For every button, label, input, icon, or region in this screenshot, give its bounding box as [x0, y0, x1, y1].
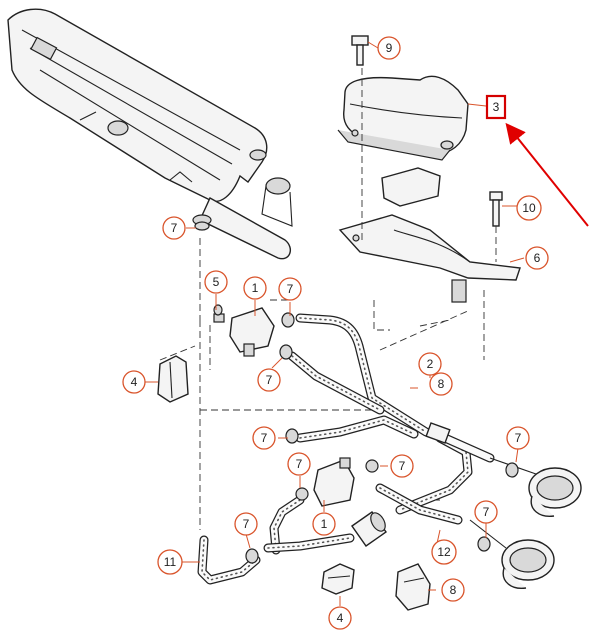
- hose-clamps: [194, 221, 519, 564]
- callout-1: 1: [312, 512, 336, 536]
- svg-text:7: 7: [296, 457, 303, 471]
- svg-text:7: 7: [243, 517, 250, 531]
- callout-7: 7: [287, 452, 311, 476]
- svg-text:10: 10: [522, 201, 536, 215]
- callout-7: 7: [474, 500, 498, 524]
- svg-text:7: 7: [287, 282, 294, 296]
- callout-4: 4: [122, 370, 146, 394]
- callout-10: 10: [516, 195, 542, 221]
- callout-6: 6: [525, 246, 549, 270]
- svg-text:7: 7: [515, 431, 522, 445]
- vent-pipe-lower: [469, 519, 507, 549]
- svg-text:7: 7: [399, 459, 406, 473]
- svg-text:6: 6: [534, 251, 541, 265]
- bolt-10: [489, 191, 503, 227]
- valve-lower: [313, 457, 355, 507]
- assembly-lines: [159, 68, 497, 530]
- svg-text:7: 7: [483, 505, 490, 519]
- callout-5: 5: [204, 270, 228, 294]
- vent-filter-lower: [501, 539, 555, 589]
- callout-2: 2: [418, 352, 442, 376]
- svg-text:4: 4: [337, 611, 344, 625]
- highlight-arrow: [505, 122, 589, 227]
- svg-text:9: 9: [386, 41, 393, 55]
- callout-7: 7: [506, 426, 530, 450]
- mounting-bracket: [338, 167, 521, 303]
- callout-7: 7: [278, 277, 302, 301]
- resonator-cover: [337, 75, 469, 161]
- svg-text:7: 7: [261, 431, 268, 445]
- svg-text:1: 1: [252, 281, 259, 295]
- svg-text:2: 2: [427, 357, 434, 371]
- solenoid-upper: [157, 355, 189, 403]
- vacuum-hoses: [197, 313, 495, 585]
- svg-text:3: 3: [493, 100, 500, 114]
- svg-text:8: 8: [438, 377, 445, 391]
- callout-7: 7: [390, 454, 414, 478]
- hose-clip: [395, 563, 431, 611]
- callout-7: 7: [234, 512, 258, 536]
- svg-text:7: 7: [171, 221, 178, 235]
- highlight-callout-3: 3: [467, 94, 507, 120]
- vent-filter-upper: [528, 467, 582, 517]
- callout-4: 4: [328, 606, 352, 630]
- callout-11: 11: [157, 549, 183, 575]
- svg-text:11: 11: [164, 555, 177, 569]
- callout-7: 7: [252, 426, 276, 450]
- callout-9: 9: [377, 36, 401, 60]
- svg-text:5: 5: [213, 275, 220, 289]
- bolt-9: [351, 35, 369, 66]
- svg-text:1: 1: [321, 517, 328, 531]
- filter-canister: [351, 511, 387, 547]
- intake-manifold: [7, 8, 293, 260]
- svg-text:7: 7: [266, 373, 273, 387]
- solenoid-lower: [321, 563, 355, 595]
- svg-text:12: 12: [437, 545, 451, 559]
- callout-12: 12: [431, 539, 457, 565]
- callout-7: 7: [162, 216, 186, 240]
- svg-text:4: 4: [131, 375, 138, 389]
- callout-7: 7: [257, 368, 281, 392]
- callout-8: 8: [429, 372, 453, 396]
- callout-1: 1: [243, 276, 267, 300]
- svg-text:8: 8: [450, 583, 457, 597]
- callout-8: 8: [441, 578, 465, 602]
- inline-connector: [425, 422, 451, 444]
- valve-upper: [213, 307, 275, 357]
- leader-lines: [145, 41, 525, 606]
